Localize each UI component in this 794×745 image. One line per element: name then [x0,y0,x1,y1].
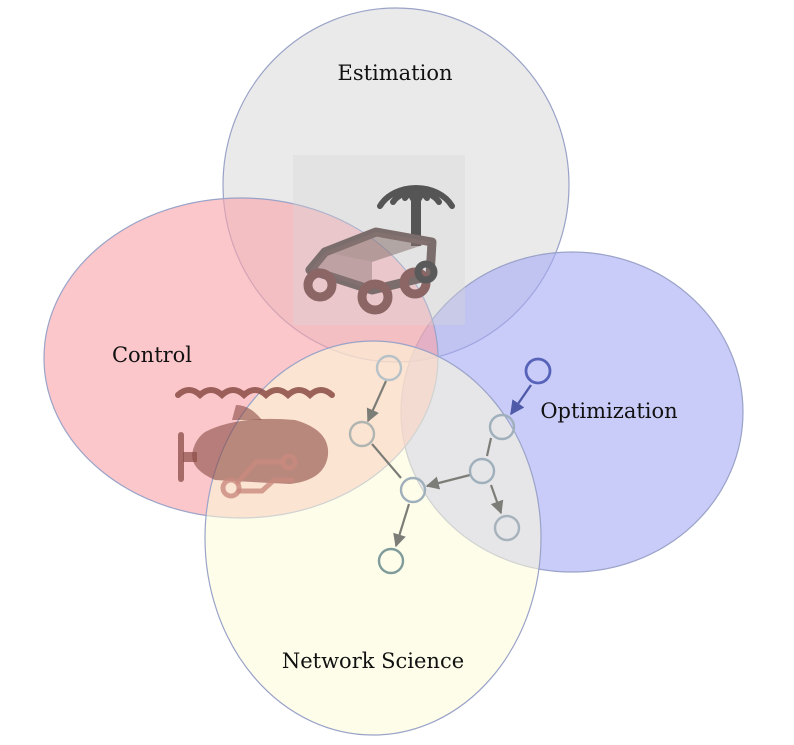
estimation-label: Estimation [337,61,452,85]
network-science-set [204,340,542,736]
network-graph-icon [348,354,552,575]
optimization-label: Optimization [540,399,677,423]
network-science-label: Network Science [282,649,464,673]
control-label: Control [112,343,192,367]
underwater-robot-icon [175,387,335,499]
ground-robot-antenna-icon [293,155,465,325]
